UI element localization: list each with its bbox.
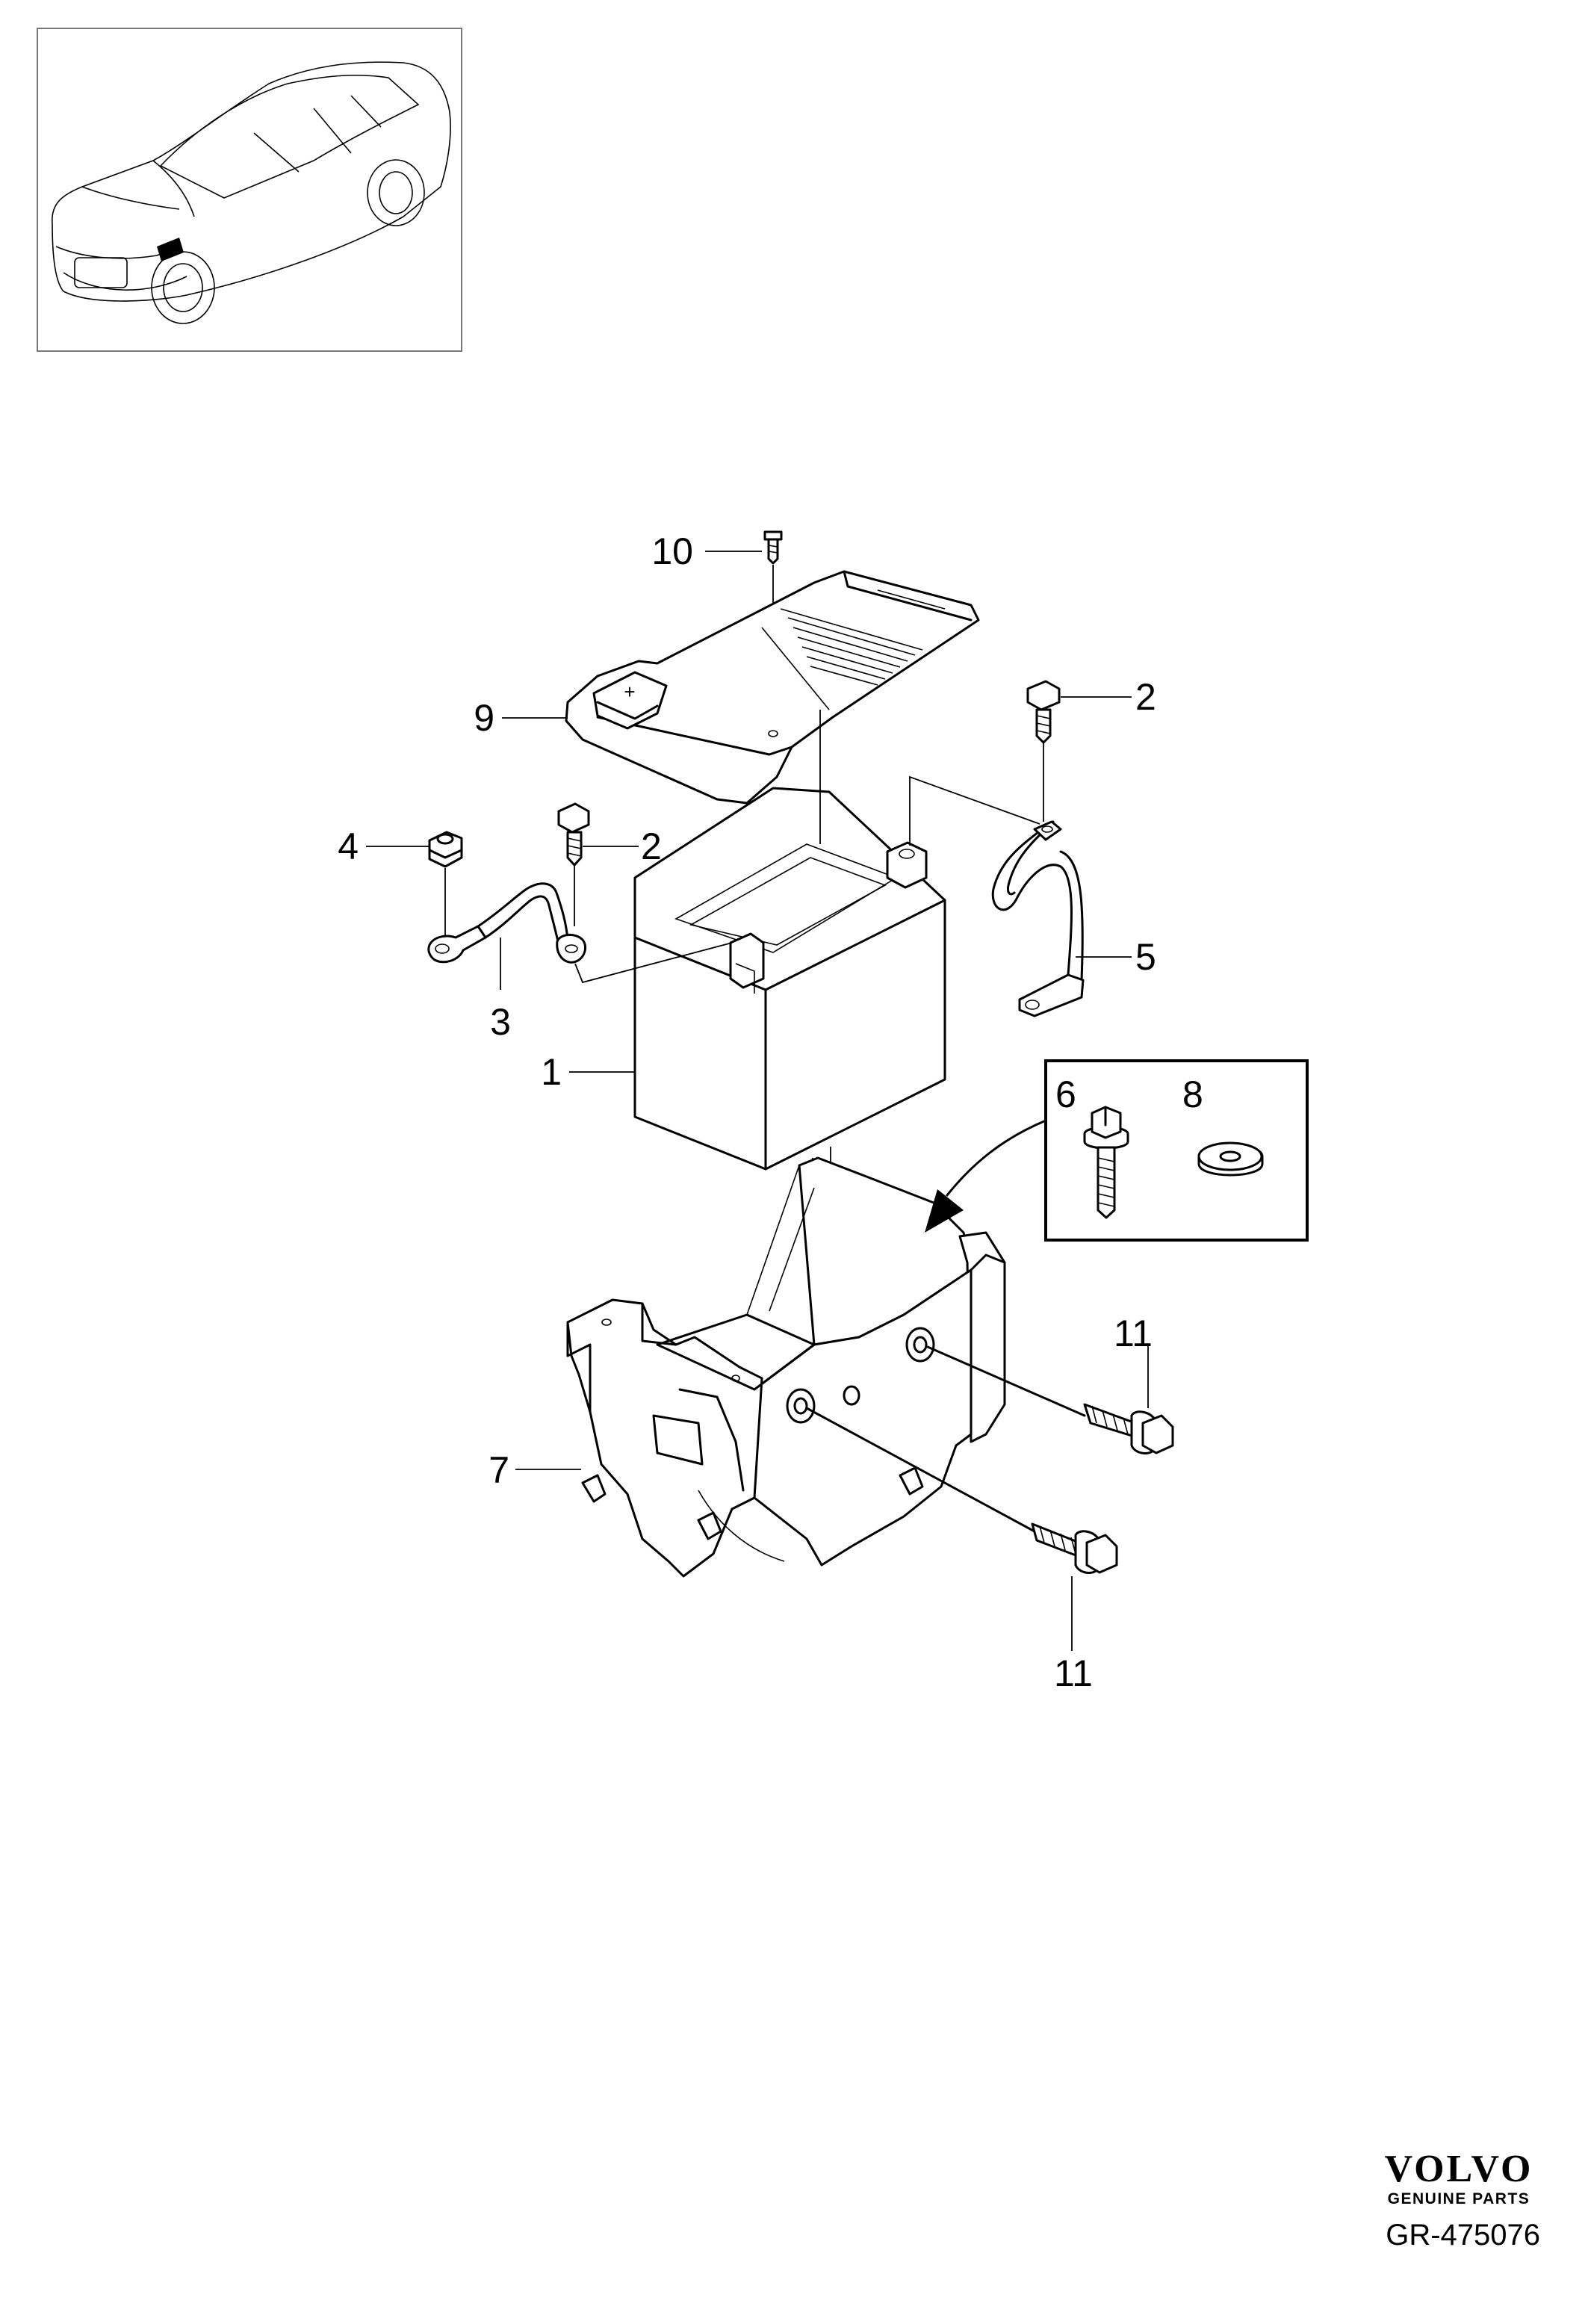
part-2-bolt-left <box>557 802 590 926</box>
positive-terminal-symbol: + <box>624 681 635 703</box>
diagram-reference: GR-475076 <box>1386 2219 1540 2252</box>
callout-7: 7 <box>489 1449 509 1491</box>
car-outline-icon <box>52 61 451 324</box>
part-3-ground-strap <box>427 882 733 984</box>
detail-arrow-icon <box>925 1119 1047 1233</box>
callout-leaders <box>366 551 1132 1470</box>
callout-2-left: 2 <box>641 825 662 867</box>
part-9-battery-cover: + <box>565 570 980 805</box>
callout-1: 1 <box>541 1051 562 1093</box>
part-11-bolt-bottom <box>805 1407 1118 1651</box>
callout-3: 3 <box>490 1001 511 1043</box>
callout-2-right: 2 <box>1135 676 1156 718</box>
callout-5: 5 <box>1135 936 1156 978</box>
part-5-cable <box>909 775 1085 1017</box>
part-1-battery <box>633 787 946 1171</box>
detail-box-6-8: 6 8 <box>1044 1059 1309 1242</box>
part-8-washer <box>1197 1141 1264 1177</box>
callout-8: 8 <box>1182 1073 1203 1115</box>
volvo-logo: VOLVO GENUINE PARTS <box>1385 2148 1533 2207</box>
brand-tagline: GENUINE PARTS <box>1388 2190 1530 2207</box>
callout-10: 10 <box>651 530 693 572</box>
locator-inset <box>37 28 462 352</box>
part-6-flange-bolt <box>1083 1106 1129 1219</box>
callout-11-right: 11 <box>1114 1313 1153 1354</box>
callout-11-bottom: 11 <box>1054 1652 1093 1694</box>
callout-6: 6 <box>1055 1073 1076 1115</box>
brand-name: VOLVO <box>1385 2148 1533 2190</box>
part-11-bolt-right <box>926 1345 1174 1454</box>
part-4-nut <box>428 831 463 940</box>
part-7-battery-tray <box>566 1156 1006 1578</box>
callout-9: 9 <box>474 697 494 739</box>
part-2-bolt-right <box>1026 680 1061 822</box>
callout-4: 4 <box>338 825 359 867</box>
